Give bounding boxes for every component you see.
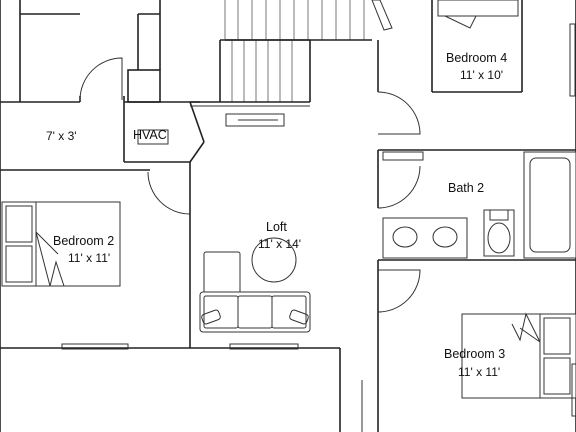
hvac-label: HVAC (133, 128, 167, 142)
door-swing-bedroom3 (377, 269, 421, 313)
bedroom3-label: Bedroom 3 (444, 347, 505, 361)
stairs (190, 0, 393, 127)
bedroom3-dimensions: 11' x 11' (458, 365, 500, 379)
bath2 (378, 149, 576, 261)
bedroom4-label: Bedroom 4 (446, 51, 507, 65)
hvac-enclosure (123, 69, 205, 163)
window-bedroom2 (61, 343, 129, 350)
door-swing-bath2 (377, 165, 421, 209)
loft-furniture (199, 237, 311, 333)
window-bedroom4 (569, 23, 576, 97)
door-swing-bedroom4 (377, 91, 421, 135)
loft-label: Loft (266, 220, 287, 234)
window-loft (229, 343, 299, 350)
window-bedroom3 (571, 363, 576, 417)
bedroom4-bed (437, 0, 519, 29)
bedroom2-dimensions: 11' x 11' (68, 251, 110, 265)
loft-dimensions: 11' x 14' (258, 237, 301, 251)
bedroom3-bed (461, 312, 576, 399)
closet-dimensions: 7' x 3' (46, 129, 77, 143)
bath2-label: Bath 2 (448, 181, 484, 195)
door-swing-closet (79, 57, 123, 101)
door-swing-bedroom2 (147, 171, 191, 215)
top-left-room-walls (0, 0, 200, 432)
bedroom2-bed (1, 201, 121, 287)
bedroom4-dimensions: 11' x 10' (460, 68, 503, 82)
bedroom2-label: Bedroom 2 (53, 234, 114, 248)
